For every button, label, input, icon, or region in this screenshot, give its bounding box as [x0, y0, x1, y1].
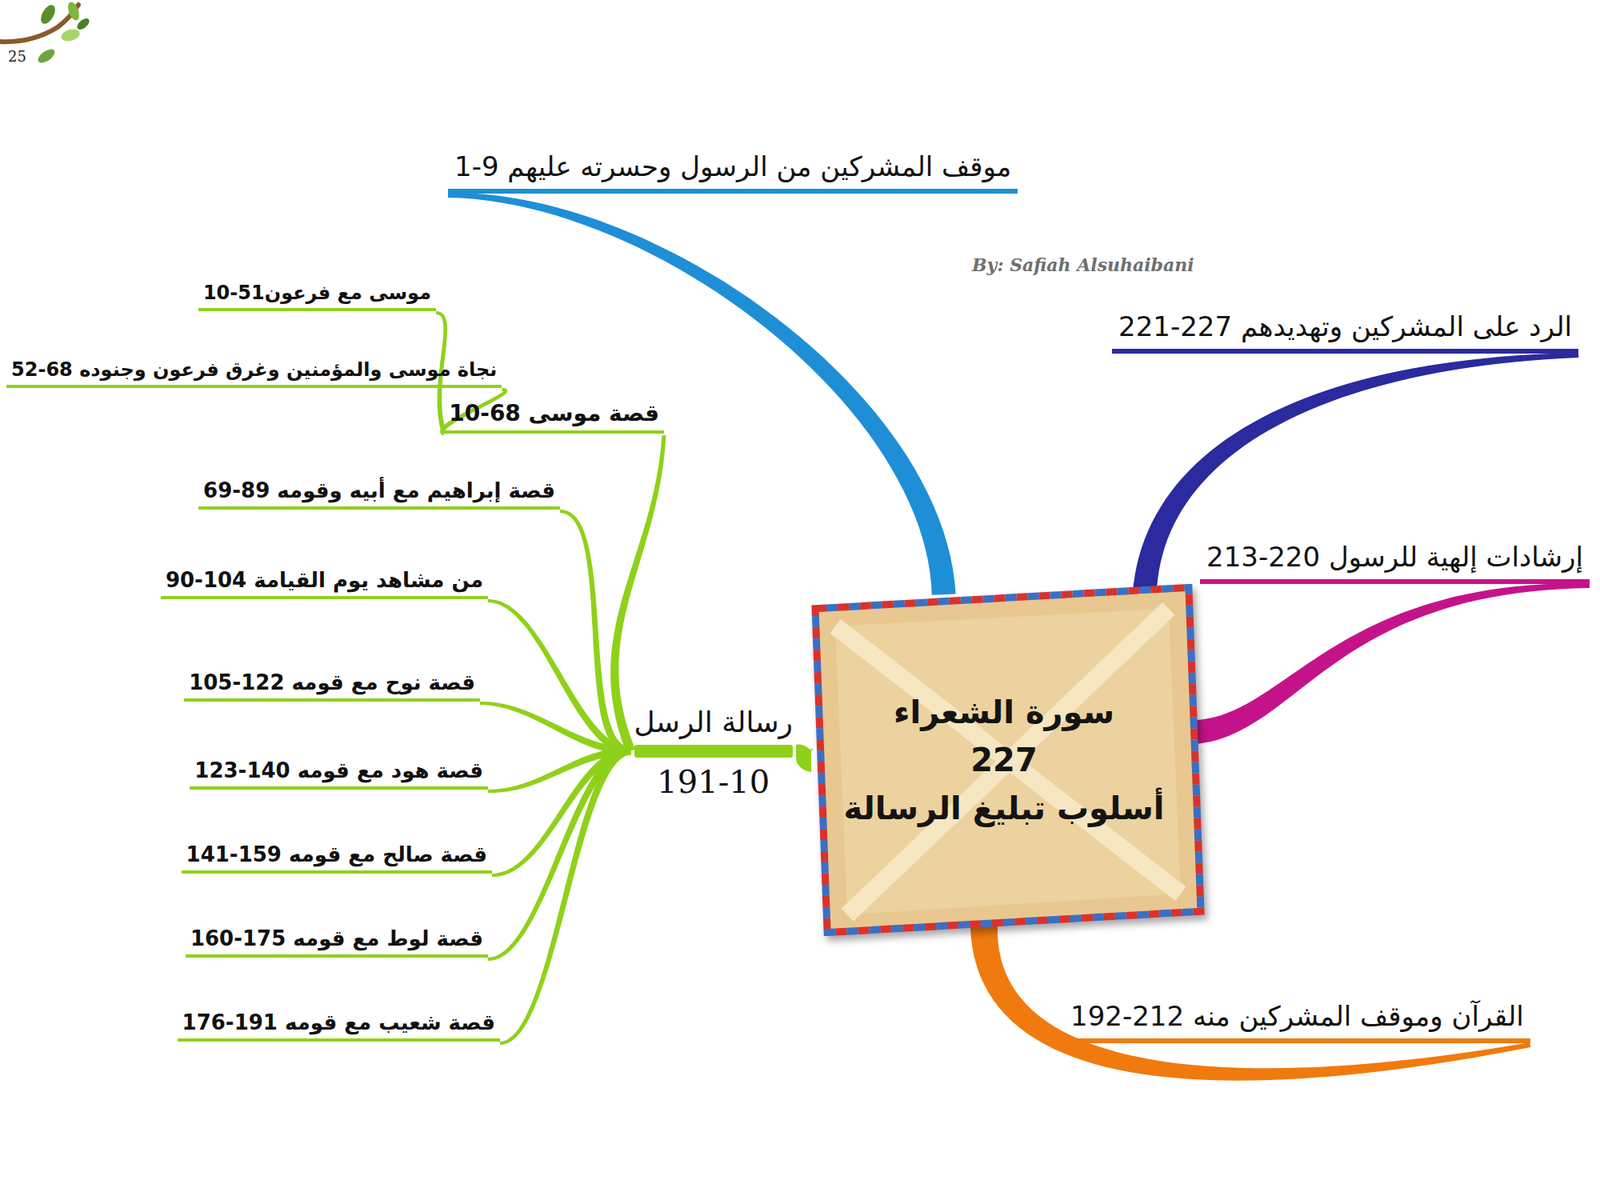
sub-topic: قصة صالح مع قومه 159-141 [181, 842, 492, 874]
topic-text: قصة موسى 68-10 [448, 400, 660, 427]
author-credit: By: Safiah Alsuhaibani [972, 254, 1195, 276]
mind-map-branch [970, 925, 1531, 1081]
sub-topic: قصة موسى 68-10 [444, 400, 664, 434]
topic-text: رسالة الرسل [634, 704, 794, 742]
topic-text: من مشاهد يوم القيامة 104-90 [165, 568, 484, 592]
leaf [36, 46, 58, 66]
branch-topic: موقف المشركين من الرسول وحسرته عليهم 9-1 [448, 150, 1018, 194]
sub-topic: قصة شعيب مع قومه 191-176 [177, 1010, 500, 1042]
branch-band [560, 509, 632, 756]
envelope-part [835, 626, 1181, 894]
branch-band [970, 925, 1531, 1081]
mind-map-branch [610, 435, 666, 753]
topic-text: 191-10 [656, 760, 770, 803]
mind-map-branch [1196, 583, 1590, 744]
topic-text: نجاة موسى والمؤمنين وغرق فرعون وجنوده 68… [11, 358, 497, 381]
branch-band [480, 701, 632, 756]
sub-topic: قصة لوط مع قومه 175-160 [185, 926, 488, 958]
central-topic: سورة الشعراء227أسلوب تبليغ الرسالة [803, 584, 1205, 936]
mind-map-branch [448, 192, 956, 596]
mind-map-branch [500, 747, 632, 1045]
sub-topic: من مشاهد يوم القيامة 104-90 [160, 568, 488, 600]
leaf [65, 0, 81, 23]
topic-text: إرشادات إلهية للرسول 220-213 [1206, 540, 1584, 573]
leaf [75, 16, 92, 32]
topic-text: قصة صالح مع قومه 159-141 [186, 842, 488, 867]
central-title: سورة الشعراء [893, 688, 1115, 736]
envelope-part [835, 608, 1181, 916]
topic-text: قصة شعيب مع قومه 191-176 [182, 1010, 496, 1035]
sub-topic: قصة إبراهيم مع أبيه وقومه 89-69 [198, 478, 560, 510]
branch-band [796, 744, 813, 772]
topic-text: قصة لوط مع قومه 175-160 [190, 926, 484, 951]
leaf [60, 27, 82, 44]
branch-topic: الرد على المشركين وتهديدهم 227-221 [1112, 310, 1579, 354]
page-number: 25 [8, 48, 27, 65]
branch-band [500, 747, 632, 1045]
branch-band [610, 435, 666, 753]
central-title: أسلوب تبليغ الرسالة [843, 784, 1164, 832]
branch-topic: إرشادات إلهية للرسول 220-213 [1200, 540, 1590, 584]
branch-topic: رسالة الرسل 191-10 [631, 704, 797, 803]
sub-topic: نجاة موسى والمؤمنين وغرق فرعون وجنوده 68… [6, 358, 502, 388]
topic-text: القرآن وموقف المشركين منه 212-192 [1070, 1000, 1524, 1032]
mind-map-branch [480, 701, 632, 756]
leaf [37, 2, 58, 27]
envelope-part [815, 587, 1201, 932]
branch-bar [634, 744, 794, 758]
central-title: 227 [970, 736, 1038, 784]
topic-text: موقف المشركين من الرسول وحسرته عليهم 9-1 [454, 150, 1012, 183]
sub-topic: قصة نوح مع قومه 122-105 [184, 670, 480, 702]
sub-topic: قصة هود مع قومه 140-123 [189, 758, 488, 790]
branch-band [1196, 583, 1590, 744]
branch-band [448, 192, 956, 596]
branch-topic: القرآن وموقف المشركين منه 212-192 [1064, 1000, 1531, 1044]
mind-map-branch [796, 744, 813, 772]
topic-text: قصة هود مع قومه 140-123 [194, 758, 484, 783]
sub-topic: موسى مع فرعون51-10 [198, 281, 436, 312]
envelope-part [815, 587, 1201, 932]
mind-map-branch [560, 509, 632, 756]
topic-text: الرد على المشركين وتهديدهم 227-221 [1118, 310, 1572, 343]
envelope-part [815, 587, 1201, 932]
topic-text: قصة إبراهيم مع أبيه وقومه 89-69 [203, 478, 556, 503]
topic-text: موسى مع فرعون51-10 [203, 281, 432, 304]
topic-text: قصة نوح مع قومه 122-105 [188, 670, 476, 695]
envelope-part [847, 608, 1169, 916]
